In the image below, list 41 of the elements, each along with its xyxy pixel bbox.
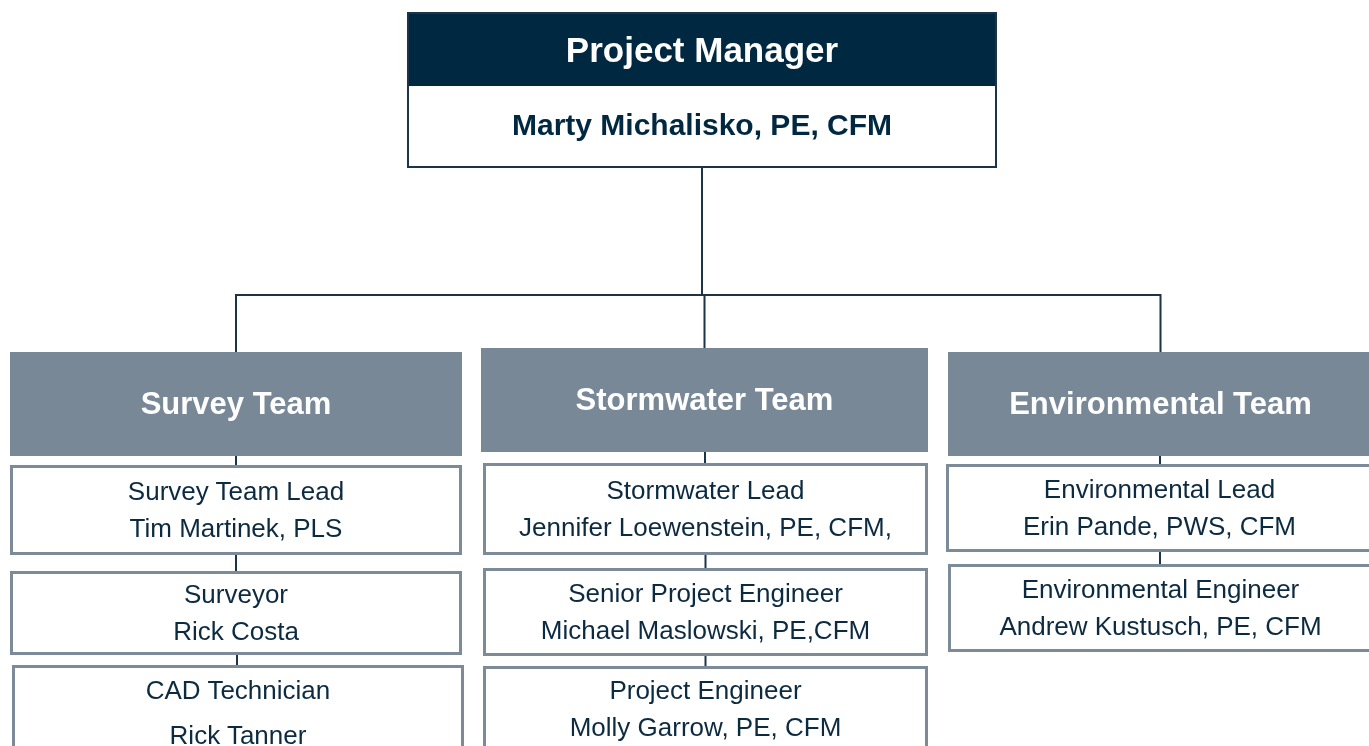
connector-line [235,455,237,466]
connector-line [236,654,238,666]
role-box [10,571,462,655]
team-header [948,352,1369,456]
person-name: Molly Garrow, PE, CFM [569,711,842,744]
connector-line [1159,455,1161,465]
role-title: Project Engineer [609,674,802,707]
role-box [483,666,928,746]
role-title: Environmental Lead [1043,473,1276,506]
role-box [483,568,928,656]
team-name: Survey Team [140,384,332,423]
role-title: Environmental Engineer [1021,573,1300,606]
role-title: Senior Project Engineer [568,577,843,610]
connector-line [235,554,237,572]
role-box [483,463,928,555]
role-box [946,464,1369,552]
person-name: Jennifer Loewenstein, PE, CFM, [519,511,892,544]
connector-line [704,554,707,569]
person-name: Michael Maslowski, PE,CFM [540,614,871,647]
connector-line [704,451,706,464]
role-title: Stormwater Lead [606,474,805,507]
person-name: Tim Martinek, PLS [129,512,343,545]
connector-line [1159,551,1161,565]
person-name: Erin Pande, PWS, CFM [1022,510,1297,543]
person-name: Andrew Kustusch, PE, CFM [999,610,1322,643]
team-header [10,352,462,456]
role-box [12,665,464,746]
team-name: Stormwater Team [575,380,834,419]
role-title: CAD Technician [145,674,331,707]
manager-box [407,12,997,168]
person-name: Rick Tanner [169,719,307,746]
role-title: Surveyor [183,578,288,611]
team-name: Environmental Team [1009,384,1312,423]
role-box [10,465,462,555]
title-band: Project Manager [409,14,995,86]
team-header [481,348,928,452]
person-name: Rick Costa [173,615,299,648]
connector-line [704,655,707,667]
role-box [948,564,1369,652]
role-title: Survey Team Lead [127,475,345,508]
manager-name: Marty Michalisko, PE, CFM [510,106,894,143]
